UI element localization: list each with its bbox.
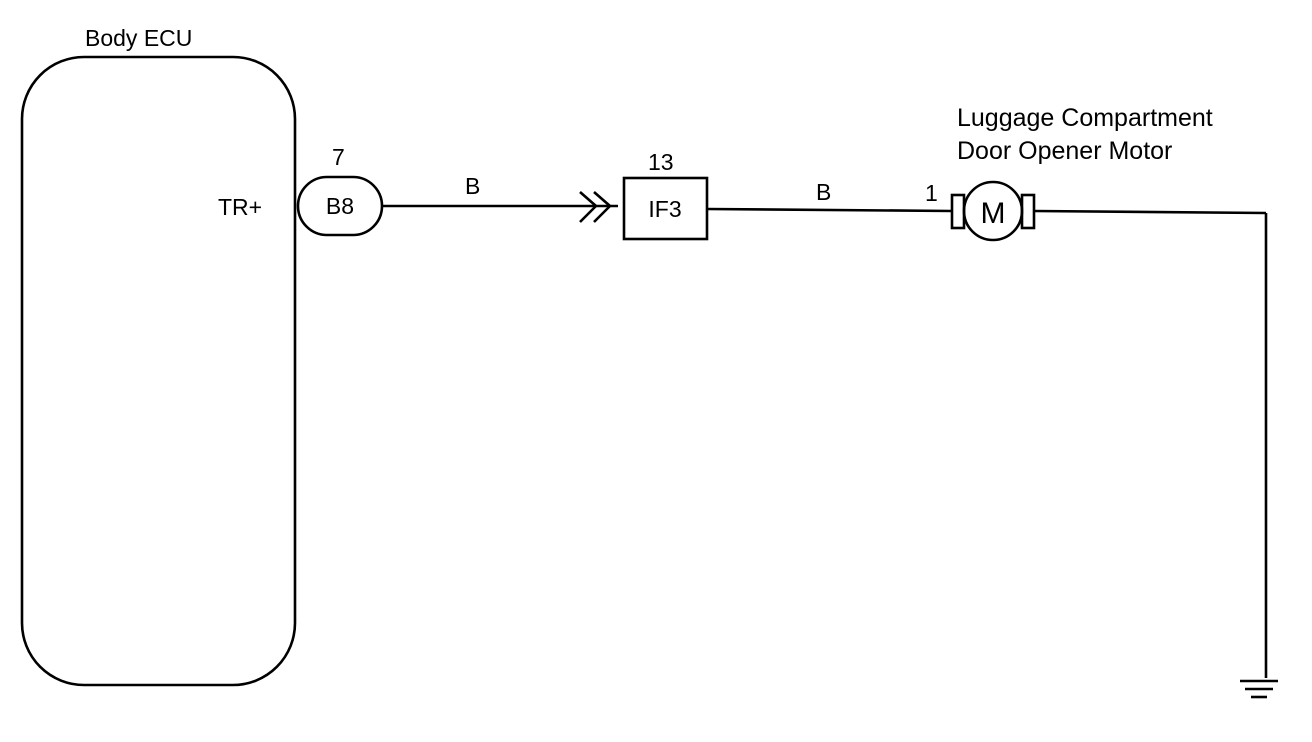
connector-if3-id-label: IF3 (648, 196, 681, 222)
motor-left-terminal (950, 193, 966, 230)
motor-name-line1: Luggage Compartment (957, 104, 1213, 132)
ground-icon (1240, 679, 1278, 699)
body-ecu-block (20, 55, 297, 687)
motor-name-line2: Door Opener Motor (957, 137, 1172, 165)
motor-right-terminal (1020, 193, 1036, 230)
connector-chevron-inner (593, 191, 612, 223)
wire-2-color-label: B (816, 179, 831, 205)
connector-if3 (622, 176, 709, 241)
motor-symbol (962, 180, 1024, 242)
connector-chevron-outer (579, 191, 598, 223)
connector-if3-pin-label: 13 (648, 149, 674, 175)
connector-b8-id-label: B8 (326, 193, 354, 219)
wire-if3-to-motor (706, 207, 953, 213)
wire-1-color-label: B (465, 173, 480, 199)
wire-motor-to-ground (1033, 209, 1267, 215)
ecu-terminal-label: TR+ (218, 194, 262, 220)
ecu-name-label: Body ECU (85, 25, 192, 51)
connector-b8-pin-label: 7 (332, 144, 345, 170)
motor-symbol-letter: M (981, 197, 1006, 230)
motor-pin-label: 1 (925, 180, 938, 206)
